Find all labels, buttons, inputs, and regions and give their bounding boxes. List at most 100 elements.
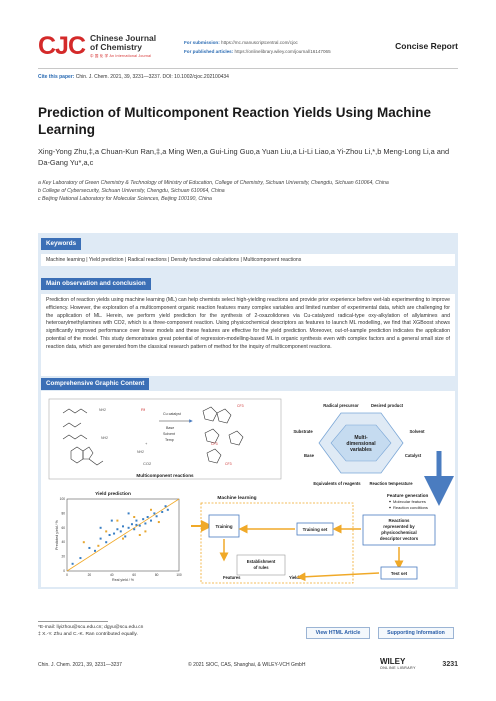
data-point bbox=[110, 519, 113, 522]
svg-text:Equivalents of reagents: Equivalents of reagents bbox=[313, 481, 361, 486]
product-structures bbox=[202, 406, 244, 464]
graphical-abstract: NH2 NH2 NH2 Rf + CO2 Cu catalyst Base So… bbox=[41, 391, 455, 587]
reactant-structures bbox=[62, 408, 104, 466]
x-axis-label: Real yield / % bbox=[112, 578, 135, 582]
graphic-figure: NH2 NH2 NH2 Rf + CO2 Cu catalyst Base So… bbox=[48, 398, 454, 584]
view-html-article-button[interactable]: View HTML Article bbox=[306, 627, 370, 639]
svg-text:descriptor vectors: descriptor vectors bbox=[380, 536, 419, 541]
data-point bbox=[124, 535, 127, 538]
data-point bbox=[166, 508, 169, 511]
supporting-information-button[interactable]: Supporting Information bbox=[378, 627, 454, 639]
article-type: Concise Report bbox=[395, 41, 458, 51]
x-tick-label: 40 bbox=[110, 573, 114, 577]
data-point bbox=[122, 537, 124, 540]
data-point bbox=[150, 508, 152, 511]
variables-diagram: Multi- dimensional variables Radical pre… bbox=[293, 403, 425, 486]
condition-catalyst: Cu catalyst bbox=[163, 412, 181, 416]
data-point bbox=[135, 523, 138, 526]
svg-text:CF3: CF3 bbox=[237, 404, 244, 408]
data-point bbox=[105, 541, 108, 544]
svg-text:variables: variables bbox=[350, 447, 372, 453]
svg-text:NH2: NH2 bbox=[101, 436, 108, 440]
svg-text:Features: Features bbox=[223, 575, 241, 580]
reaction-caption: Multicomponent reactions bbox=[136, 473, 194, 478]
data-point bbox=[71, 562, 74, 565]
data-point bbox=[142, 518, 145, 521]
equal-contribution-note: ‡ X.-Y. Zhu and C.-K. Ran contributed eq… bbox=[38, 632, 138, 637]
svg-text:Base: Base bbox=[304, 453, 315, 458]
x-tick-label: 20 bbox=[88, 573, 92, 577]
abstract-text: Prediction of reaction yields using mach… bbox=[41, 294, 455, 376]
submission-link[interactable]: https://mc.manuscriptcentral.com/cjoc bbox=[221, 40, 298, 45]
data-point bbox=[82, 541, 85, 544]
svg-text:Establishment: Establishment bbox=[247, 559, 276, 564]
keywords-list: Machine learning | Yield prediction | Ra… bbox=[41, 254, 455, 266]
svg-text:CF3: CF3 bbox=[225, 462, 232, 466]
svg-text:+: + bbox=[145, 441, 148, 446]
y-tick-label: 40 bbox=[61, 540, 65, 544]
data-point bbox=[127, 526, 130, 529]
affiliation: b College of Cybersecurity, Sichuan Univ… bbox=[38, 187, 225, 194]
header-divider bbox=[38, 68, 458, 69]
doi-link[interactable]: Chin. J. Chem. 2021, 39, 3231—3237. DOI:… bbox=[75, 74, 229, 80]
establishment-box bbox=[236, 554, 286, 576]
data-point bbox=[135, 519, 138, 522]
svg-text:Rf: Rf bbox=[141, 407, 146, 412]
test-set-box bbox=[380, 566, 418, 580]
journal-header: CJC Chinese Journal of Chemistry 中 国 化 学… bbox=[38, 30, 458, 64]
data-point bbox=[122, 525, 124, 528]
condition-base: Base bbox=[166, 426, 174, 430]
svg-text:Reactions: Reactions bbox=[389, 518, 411, 523]
data-point bbox=[133, 528, 136, 531]
y-tick-label: 100 bbox=[60, 497, 66, 501]
svg-text:Reaction temperature: Reaction temperature bbox=[369, 481, 413, 486]
x-tick-label: 80 bbox=[155, 573, 159, 577]
svg-text:Reaction conditions: Reaction conditions bbox=[393, 505, 428, 510]
published-articles-link[interactable]: https://onlinelibrary.wiley.com/journal/… bbox=[234, 49, 331, 54]
data-point bbox=[119, 530, 122, 533]
data-point bbox=[133, 516, 136, 518]
y-tick-label: 80 bbox=[61, 511, 65, 515]
graphic-heading: Comprehensive Graphic Content bbox=[41, 378, 150, 390]
data-point bbox=[116, 528, 119, 531]
data-point bbox=[113, 532, 116, 535]
data-point bbox=[146, 516, 149, 518]
data-point bbox=[127, 512, 130, 515]
svg-text:physicochemical: physicochemical bbox=[381, 530, 416, 535]
author-list: Xing-Yong Zhu,‡,a Chuan-Kun Ran,‡,a Ming… bbox=[38, 147, 450, 167]
fit-line bbox=[66, 498, 180, 572]
data-point bbox=[105, 530, 108, 533]
footnote-divider bbox=[38, 621, 108, 622]
data-point bbox=[153, 512, 156, 515]
affiliations: a Key Laboratory of Green Chemistry & Te… bbox=[38, 180, 458, 203]
y-tick-label: 0 bbox=[63, 569, 65, 573]
data-point bbox=[157, 521, 160, 524]
data-point bbox=[150, 519, 152, 522]
svg-text:Molecular features: Molecular features bbox=[393, 499, 426, 504]
wiley-logo: WILEY ONLINE LIBRARY bbox=[380, 657, 416, 670]
data-point bbox=[116, 519, 119, 522]
data-point bbox=[94, 549, 96, 552]
corresponding-email: *E-mail: liyizhou@scu.edu.cn; dgyu@scu.e… bbox=[38, 625, 144, 630]
data-point bbox=[99, 537, 102, 540]
affiliation: c Beijing National Laboratory for Molecu… bbox=[38, 195, 212, 202]
ml-title: Machine learning bbox=[217, 495, 256, 501]
svg-text:Training set: Training set bbox=[303, 527, 328, 532]
journal-subtitle: 中 国 化 学 An International Journal bbox=[90, 54, 152, 58]
page-number: 3231 bbox=[442, 661, 458, 668]
feature-gen-title: Feature generation bbox=[387, 493, 429, 498]
journal-name: Chinese Journal of Chemistry bbox=[90, 33, 157, 52]
journal-logo: CJC bbox=[38, 32, 86, 60]
data-point bbox=[130, 523, 133, 526]
data-point bbox=[144, 522, 147, 525]
y-tick-label: 60 bbox=[61, 526, 65, 530]
submission-links: For submission: https://mc.manuscriptcen… bbox=[184, 40, 331, 54]
svg-text:dimensional: dimensional bbox=[346, 441, 376, 447]
footer-copyright: © 2021 SIOC, CAS, Shanghai, & WILEY-VCH … bbox=[188, 662, 306, 668]
y-axis-label: Predicted yield / % bbox=[55, 519, 59, 550]
data-point bbox=[138, 524, 141, 527]
data-point bbox=[138, 534, 141, 536]
svg-text:Catalyst: Catalyst bbox=[405, 453, 422, 458]
svg-text:of rules: of rules bbox=[253, 565, 269, 570]
